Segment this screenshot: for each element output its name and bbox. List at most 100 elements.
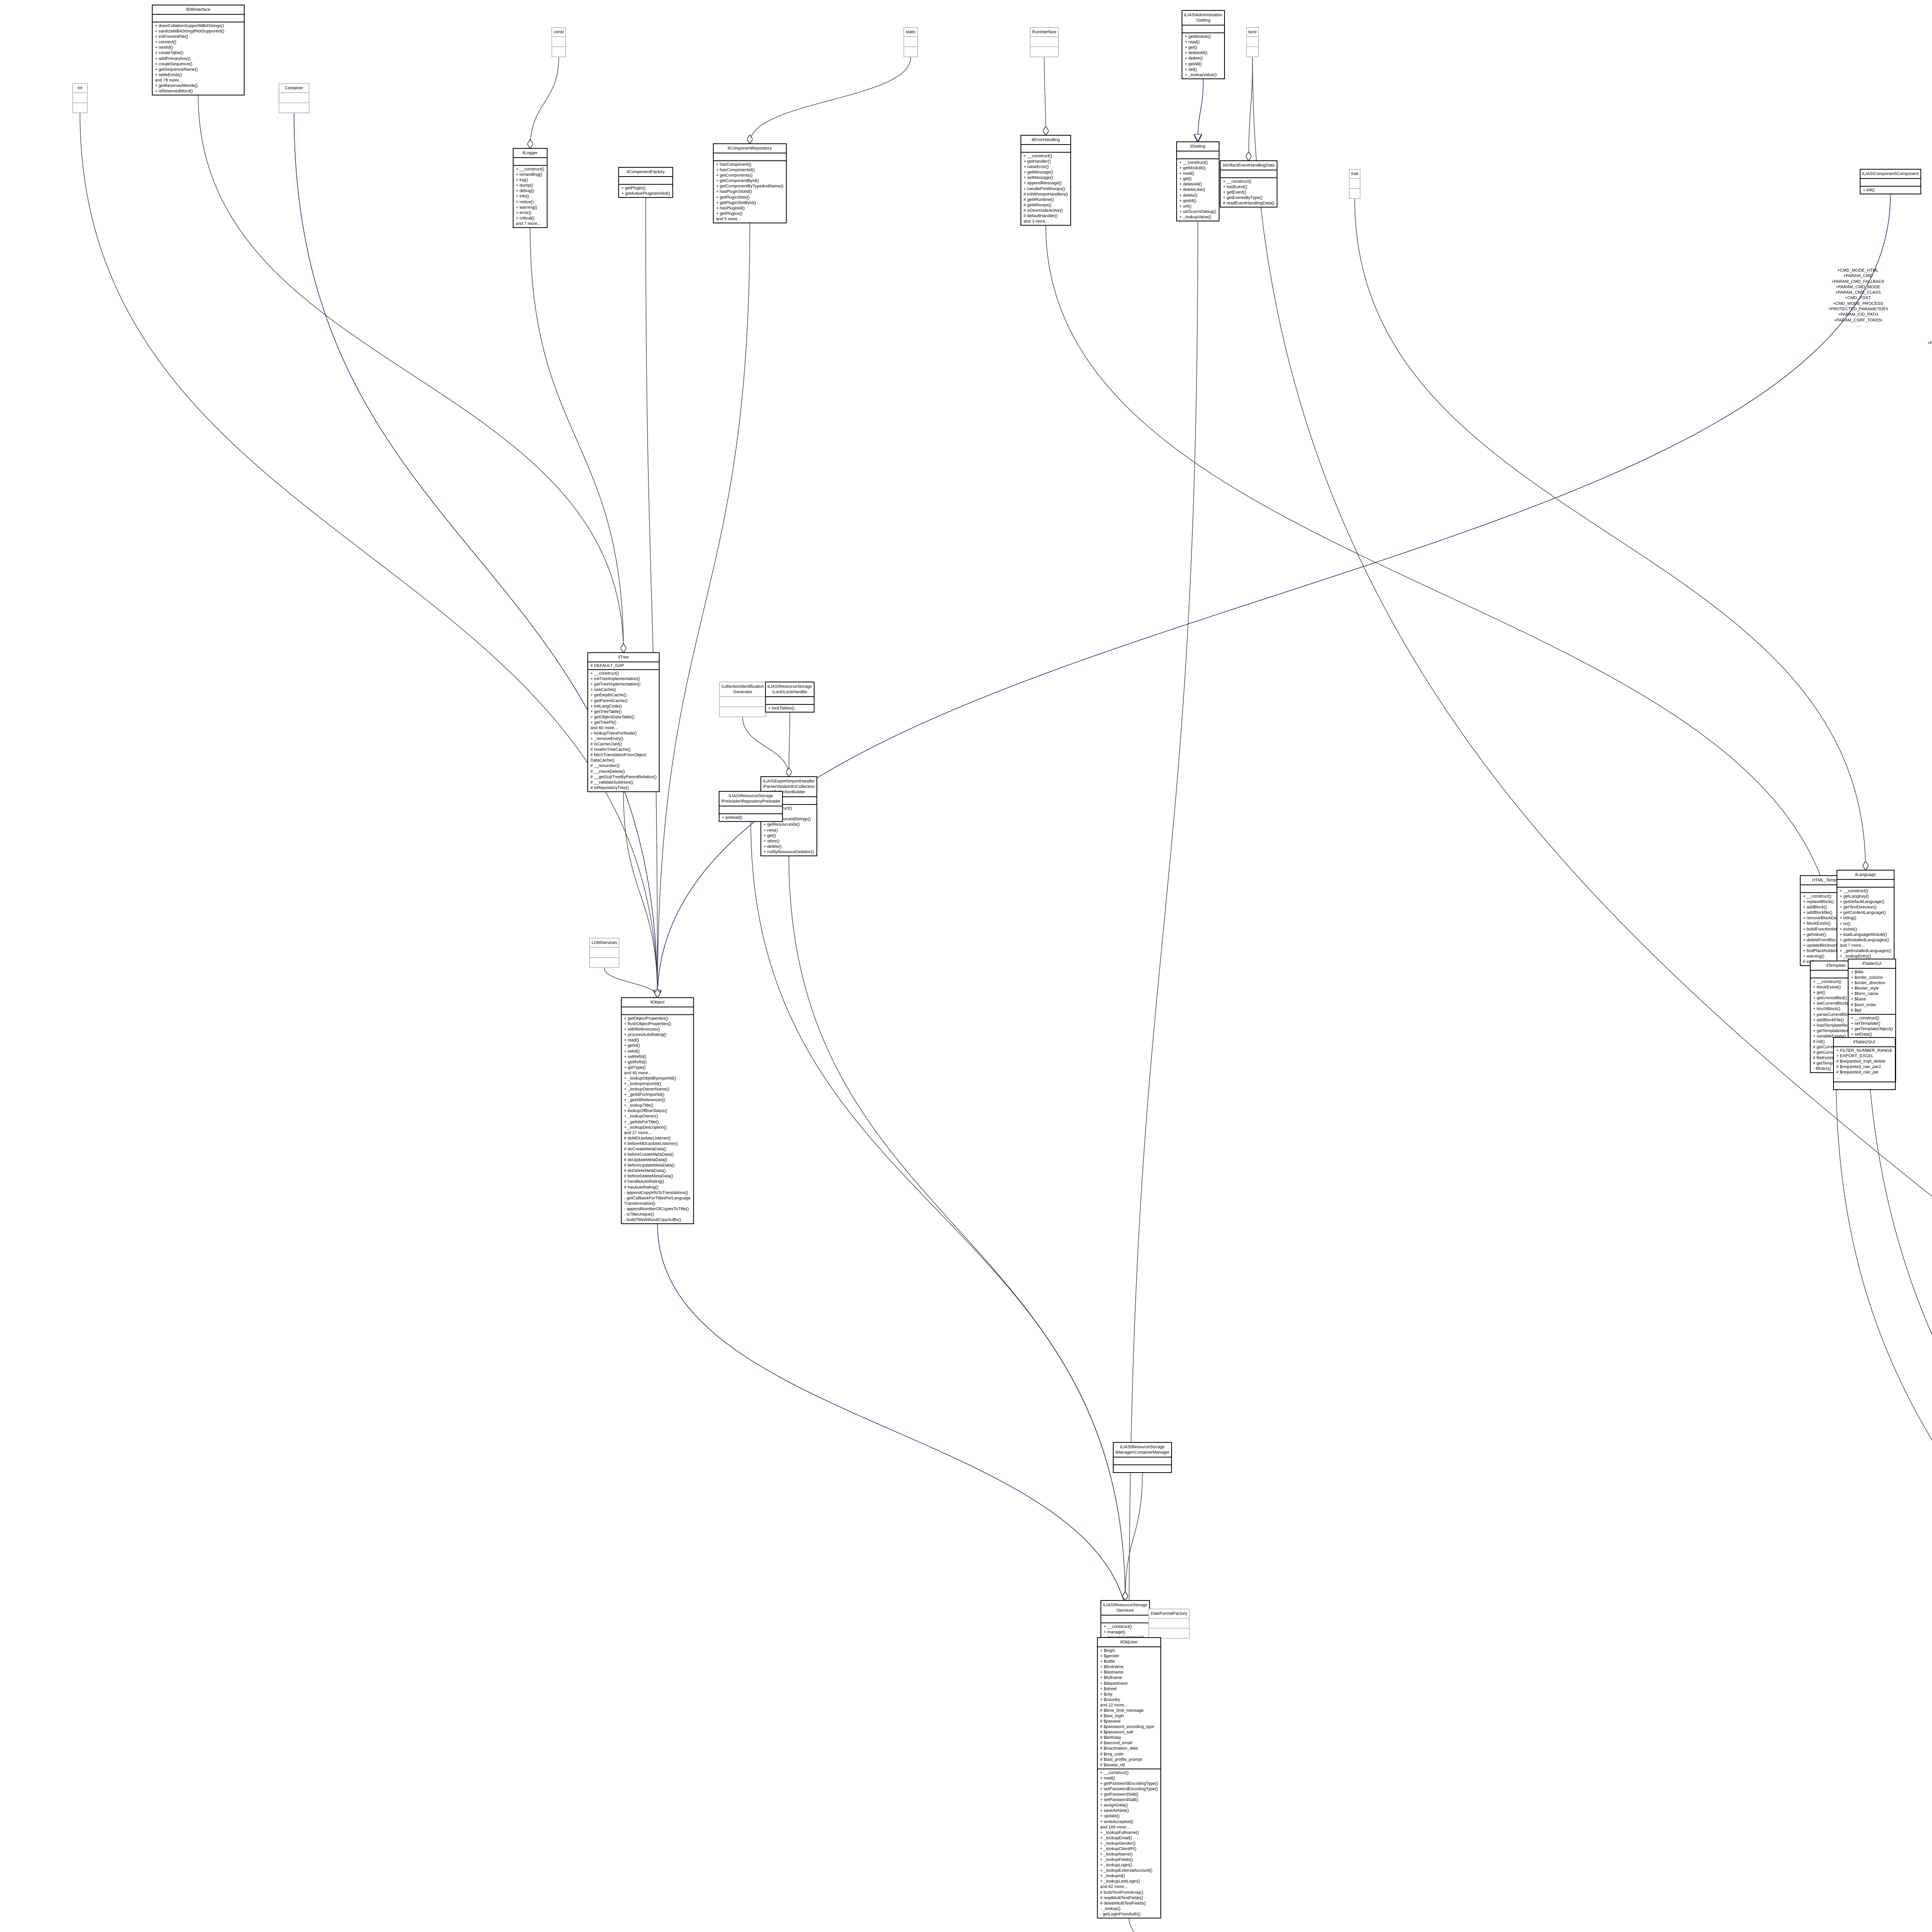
usage-edge: [750, 821, 1125, 1600]
class-node-iltree[interactable]: ilTree# DEFAULT_GAP+ __construct() + ini…: [587, 652, 660, 792]
usage-edge: [530, 228, 624, 652]
class-node-ilerrorhandling[interactable]: ilErrorHandling + __construct() + getHand…: [1020, 135, 1071, 226]
class-attributes: [1177, 151, 1219, 160]
usage-edge: [198, 95, 624, 652]
class-node-ildbinterface[interactable]: ilDBInterface + doesCollationSupportMB4St…: [152, 5, 245, 96]
inheritance-edge: [1198, 79, 1204, 141]
inheritance-edge: [658, 194, 1891, 997]
class-operations: + getPlugin() + getActivePluginsInSlot(): [621, 186, 670, 196]
class-name: ILIAS\ResourceStorage \Preloader\Reposit…: [719, 792, 782, 807]
class-name: ilErrorHandling: [1021, 136, 1070, 145]
class-attributes: # DEFAULT_GAP: [588, 662, 659, 670]
class-attributes: [1247, 37, 1258, 48]
class-name: ilTemplate: [1811, 961, 1861, 971]
class-attributes: [761, 797, 816, 805]
class-name: const: [552, 28, 566, 37]
edge-label: +CMD_MODE_HTML +PARAM_CMD +PARAM_CMD_FAL…: [1828, 268, 1888, 328]
class-node-collectionidgen[interactable]: CollectionIdentification Generator: [719, 682, 767, 718]
class-node-ilsetting[interactable]: ilSetting + __construct() + getModule() +…: [1176, 141, 1219, 221]
class-name: RunInterface: [1031, 28, 1058, 37]
class-attributes: + FILTER_NUMBER_RANGE + EXPORT_EXCEL # $…: [1834, 1047, 1895, 1082]
class-node-illogger[interactable]: ilLogger+ __construct() + isHandling() +…: [513, 148, 548, 228]
class-node-containermanager[interactable]: ILIAS\ResourceStorage \Manager\Container…: [1113, 1442, 1172, 1473]
class-attributes: [1101, 1616, 1149, 1624]
class-attributes: [73, 93, 87, 104]
class-operations: [720, 707, 765, 716]
class-name: Container: [279, 84, 309, 94]
class-name: ilObject: [622, 998, 693, 1008]
class-name: bool: [1247, 28, 1258, 37]
class-node-lomservices[interactable]: LOMServices: [589, 938, 620, 968]
class-name: CollectionIdentification Generator: [720, 682, 766, 697]
class-operations: + doesCollationSupportMB4Strings() + san…: [155, 24, 224, 94]
class-node-trait[interactable]: trait: [1349, 169, 1361, 199]
class-attributes: [719, 806, 782, 815]
usage-edge: [604, 968, 658, 997]
class-attributes: [552, 37, 566, 48]
class-name: ilSetting: [1177, 142, 1219, 152]
class-operations: [1350, 189, 1360, 198]
class-name: ilComponentFactory: [619, 168, 673, 177]
class-node-ilartifacteventhandlingdata[interactable]: ilArtifactEventHandlingData + __construct…: [1220, 160, 1278, 208]
class-name: ilArtifactEventHandlingData: [1221, 161, 1277, 171]
class-operations: + __construct() + getModule() + read() +…: [1179, 160, 1216, 219]
class-operations: [279, 103, 309, 112]
usage-edge: [742, 717, 789, 776]
class-node-dateformatfactory[interactable]: DateFormatFactory: [1148, 1609, 1190, 1639]
class-attributes: [1811, 971, 1861, 979]
usage-edge: [623, 792, 658, 997]
class-name: ilLogger: [514, 149, 547, 158]
class-node-static[interactable]: static: [903, 27, 918, 58]
class-name: int: [73, 84, 87, 94]
class-node-container[interactable]: Container: [279, 83, 310, 114]
class-operations: + __construct() + getHandler() + raiseEr…: [1024, 154, 1068, 224]
class-attributes: [590, 948, 619, 958]
inheritance-edge: [657, 1224, 1129, 1637]
class-operations: + getModule() + read() + get() + deleteA…: [1185, 34, 1217, 77]
class-name: ilTable2GUI: [1834, 1038, 1895, 1048]
class-node-ilobjuser[interactable]: ilObjUser+ $login + $gender + $utitle + …: [1097, 1637, 1162, 1918]
class-operations: [1031, 47, 1058, 56]
class-name: LOMServices: [590, 939, 619, 948]
class-node-locklockhandler[interactable]: ILIAS\ResourceStorage \Lock\LockHandler+…: [765, 682, 815, 713]
class-operations: [1149, 1629, 1189, 1638]
class-name: ILIAS\ResourceStorage \Lock\LockHandler: [766, 682, 814, 697]
class-node-bool[interactable]: bool: [1246, 27, 1259, 58]
class-node-ilcomponentfactory[interactable]: ilComponentFactory + getPlugin() + getAct…: [618, 167, 673, 198]
class-name: ILIAS\Component\Component: [1861, 170, 1920, 179]
class-operations: + getObjectProperties() + flushObjectPro…: [624, 1016, 691, 1222]
class-node-ilobject[interactable]: ilObject + getObjectProperties() + flushO…: [621, 997, 694, 1225]
class-node-ilcomponentrepository[interactable]: ilComponentRepository+ hasComponent() + …: [713, 143, 787, 223]
class-attributes: [1861, 179, 1920, 187]
class-name: ILIAS\ResourceStorage \Manager\Container…: [1114, 1443, 1171, 1458]
class-operations: + __construct() + hasEvent() + getEvent(…: [1223, 179, 1275, 206]
class-node-iltable2gui[interactable]: ilTable2GUI+ FILTER_NUMBER_RANGE + EXPOR…: [1833, 1037, 1896, 1090]
class-attributes: [619, 177, 673, 185]
class-attributes: [1021, 145, 1070, 153]
usage-edge: [645, 197, 658, 997]
class-attributes: + $login + $gender + $utitle + $firstnam…: [1098, 1647, 1161, 1769]
class-operations: [904, 47, 917, 56]
class-name: ILIAS\ResourceStorage \Services: [1101, 1601, 1149, 1616]
class-node-repositorypreloader[interactable]: ILIAS\ResourceStorage \Preloader\Reposit…: [719, 791, 783, 822]
usage-edge: [788, 856, 1126, 1600]
usage-edge: [1252, 57, 1932, 1197]
class-attributes: [1801, 885, 1864, 893]
class-operations: + __construct() + read() + getPasswordEn…: [1100, 1770, 1158, 1917]
class-attributes: [1837, 880, 1894, 888]
class-name: ILIAS\Administration \Setting: [1182, 11, 1224, 26]
usage-edge: [789, 712, 790, 776]
class-name: ilDBInterface: [153, 5, 244, 15]
class-operations: [1834, 1082, 1895, 1089]
class-node-adminsetting[interactable]: ILIAS\Administration \Setting + getModule…: [1182, 10, 1225, 79]
class-node-int[interactable]: int: [72, 83, 88, 114]
usage-edge: [1354, 199, 1866, 870]
class-attributes: [514, 158, 547, 166]
class-node-componentcomponent[interactable]: ILIAS\Component\Component+ init(): [1860, 169, 1921, 195]
class-node-runinterface[interactable]: RunInterface: [1030, 27, 1059, 58]
edge-label: +PHP_MEMORY: [1927, 341, 1932, 346]
class-name: ilTree: [588, 653, 659, 663]
class-name: trait: [1350, 170, 1360, 179]
class-name: ilLanguage: [1837, 871, 1894, 880]
class-node-const[interactable]: const: [551, 27, 566, 58]
